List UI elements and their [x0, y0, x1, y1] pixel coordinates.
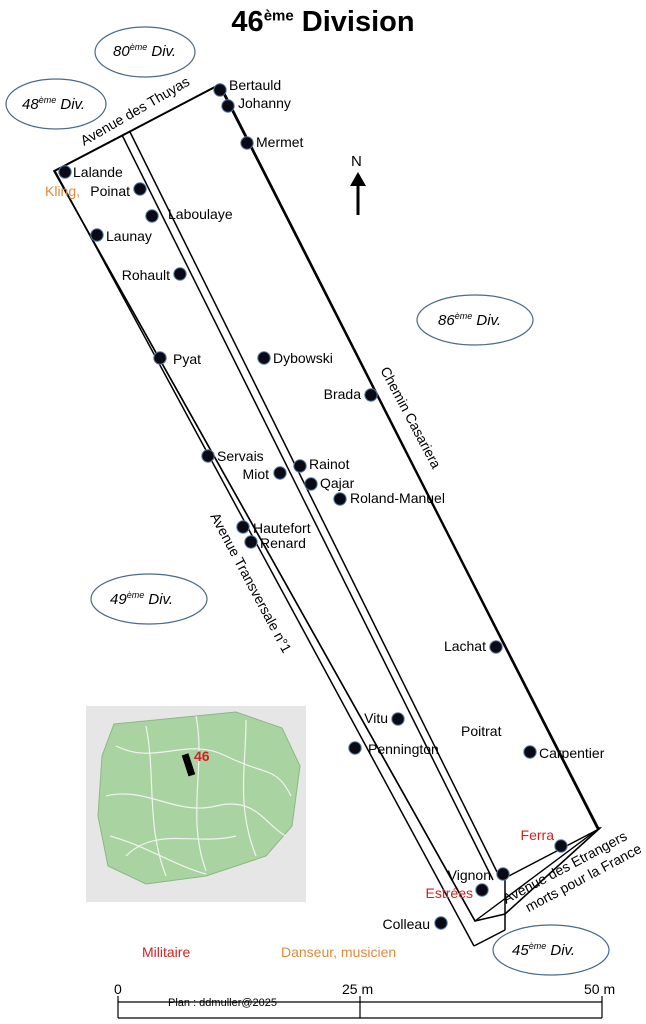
grave-label-vitu[interactable]: Vitu: [364, 710, 388, 726]
boundary-lines: [54, 84, 600, 947]
grave-dot-renard[interactable]: [244, 535, 258, 549]
grave-label-bertauld[interactable]: Bertauld: [229, 77, 281, 93]
grave-dot-mermet[interactable]: [240, 136, 254, 150]
grave-dot-hautefort[interactable]: [236, 520, 250, 534]
grave-label-hautefort[interactable]: Hautefort: [253, 520, 311, 536]
division-45[interactable]: 45ème Div.: [492, 924, 610, 976]
grave-label-dybowski[interactable]: Dybowski: [273, 350, 333, 366]
grave-dot-laboulaye[interactable]: [145, 209, 159, 223]
grave-label-carpentier[interactable]: Carpentier: [539, 745, 605, 761]
grave-dot-qajar[interactable]: [304, 477, 318, 491]
grave-dot-rainot[interactable]: [293, 459, 307, 473]
location-inset-map[interactable]: 46: [86, 706, 306, 902]
scale-end: 50 m: [584, 981, 615, 997]
legend-and-scale: Militaire Danseur, musicien 0 25 m 50 m …: [114, 944, 615, 1019]
division-80[interactable]: 80ème Div.: [94, 26, 196, 78]
grave-label-lachat[interactable]: Lachat: [444, 638, 486, 654]
grave-dot-poinat[interactable]: [133, 182, 147, 196]
inset-park-drawing: [86, 706, 306, 902]
grave-label-johanny[interactable]: Johanny: [238, 95, 291, 111]
scale-zero: 0: [114, 981, 122, 997]
grave-label-colleau[interactable]: Colleau: [383, 916, 430, 932]
division-86[interactable]: 86ème Div.: [416, 294, 534, 346]
svg-text:86ème Div.: 86ème Div.: [438, 311, 501, 329]
grave-label-rohault[interactable]: Rohault: [122, 267, 170, 283]
grave-label-launay[interactable]: Launay: [106, 228, 152, 244]
grave-label-qajar[interactable]: Qajar: [320, 475, 355, 491]
legend-militaire: Militaire: [142, 944, 190, 960]
north-arrow-icon: N: [350, 153, 366, 215]
grave-dot-lalande[interactable]: [58, 165, 72, 179]
grave-label-estrees[interactable]: Estrées: [426, 885, 473, 901]
grave-dot-colleau[interactable]: [434, 916, 448, 930]
division-48[interactable]: 48ème Div.: [5, 78, 107, 130]
grave-dot-johanny[interactable]: [221, 99, 235, 113]
grave-label-brada[interactable]: Brada: [324, 386, 362, 402]
grave-label-pyat[interactable]: Pyat: [173, 351, 201, 367]
grave-dot-rohault[interactable]: [173, 267, 187, 281]
grave-dot-miot[interactable]: [273, 466, 287, 480]
grave-label-servais[interactable]: Servais: [217, 448, 264, 464]
grave-dot-vignon[interactable]: [496, 867, 510, 881]
grave-dot-brada[interactable]: [364, 388, 378, 402]
grave-dot-launay[interactable]: [90, 228, 104, 242]
grave-label-poinat[interactable]: Poinat: [90, 183, 130, 199]
grave-dot-pyat[interactable]: [153, 351, 167, 365]
inset-division-marker: [181, 753, 196, 777]
grave-label-rainot[interactable]: Rainot: [309, 456, 350, 472]
legend-danseur: Danseur, musicien: [281, 944, 396, 960]
svg-text:45ème Div.: 45ème Div.: [512, 941, 575, 959]
grave-label-renard[interactable]: Renard: [260, 535, 306, 551]
grave-dot-ferra[interactable]: [554, 839, 568, 853]
grave-label-lalande[interactable]: Lalande: [73, 164, 123, 180]
svg-text:N: N: [351, 153, 362, 170]
grave-label-pennington[interactable]: Pennington: [368, 741, 439, 757]
credit-text: Plan : ddmuller@2025: [168, 997, 277, 1009]
grave-dot-lachat[interactable]: [489, 640, 503, 654]
grave-label-mermet[interactable]: Mermet: [256, 134, 304, 150]
grave-dot-bertauld[interactable]: [213, 83, 227, 97]
grave-dot-estrees[interactable]: [475, 883, 489, 897]
grave-label-roland-manuel[interactable]: Roland-Manuel: [350, 490, 445, 506]
grave-dot-pennington[interactable]: [348, 741, 362, 755]
grave-dot-dybowski[interactable]: [257, 351, 271, 365]
grave-label-ferra[interactable]: Ferra: [521, 827, 555, 843]
svg-text:49ème Div.: 49ème Div.: [110, 590, 173, 608]
scale-mid: 25 m: [342, 981, 373, 997]
grave-label-miot[interactable]: Miot: [243, 466, 270, 482]
grave-dot-carpentier[interactable]: [523, 745, 537, 759]
grave-label-vignon[interactable]: Vignon: [448, 867, 491, 883]
grave-label-poitrat[interactable]: Poitrat: [461, 723, 502, 739]
division-49[interactable]: 49ème Div.: [90, 573, 208, 625]
grave-dot-roland-manuel[interactable]: [333, 492, 347, 506]
grave-label-kling[interactable]: Kling,: [45, 183, 80, 199]
grave-label-laboulaye[interactable]: Laboulaye: [168, 206, 233, 222]
grave-dot-servais[interactable]: [201, 449, 215, 463]
page-title: 46ème Division: [231, 6, 415, 38]
svg-text:80ème Div.: 80ème Div.: [113, 42, 176, 60]
inset-division-label: 46: [194, 748, 210, 764]
scale-bar: [117, 996, 603, 1019]
svg-text:48ème Div.: 48ème Div.: [22, 95, 85, 113]
grave-dot-vitu[interactable]: [391, 712, 405, 726]
